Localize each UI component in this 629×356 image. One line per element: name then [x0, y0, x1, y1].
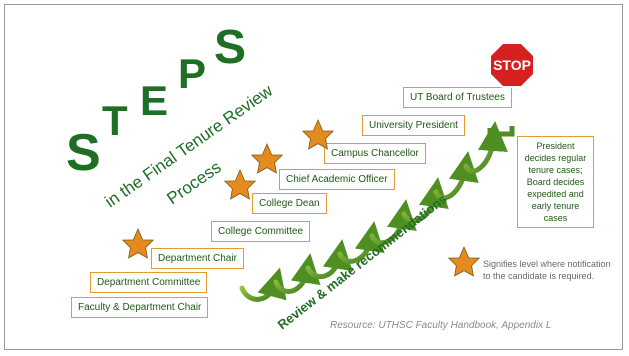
step-faculty-chair: Faculty & Department Chair	[71, 297, 209, 318]
star-icon-chief-academic-officer	[251, 143, 283, 174]
stop-sign-label: STOP	[493, 57, 531, 73]
step-university-president: University President	[362, 115, 465, 136]
arrow-5	[369, 199, 417, 246]
title-letter-t: T	[102, 97, 128, 144]
connector-arrow	[487, 126, 515, 137]
step-chief-academic-officer: Chief Academic Officer	[279, 169, 395, 190]
arrow-6	[401, 177, 449, 224]
step-college-dean: College Dean	[252, 193, 327, 214]
arrow-2	[273, 253, 321, 294]
step-campus-chancellor: Campus Chancellor	[324, 143, 426, 164]
star-icon-campus-chancellor	[302, 119, 334, 150]
arrow-7	[433, 151, 479, 201]
arrow-8	[463, 121, 508, 174]
legend-star-icon	[448, 246, 480, 277]
arrow-1	[239, 267, 287, 302]
arrow-4	[337, 221, 385, 264]
step-department-chair: Department Chair	[151, 248, 244, 269]
step-college-committee: College Committee	[211, 221, 311, 242]
president-note: President decides regular tenure cases; …	[517, 136, 594, 228]
title-letter-p: P	[178, 50, 206, 97]
star-icon-department-chair	[122, 228, 154, 259]
stop-sign-icon: STOP	[489, 42, 535, 88]
title-letter-e: E	[140, 77, 168, 124]
star-icon-college-dean	[224, 169, 256, 200]
title-letter-s1: S	[66, 124, 101, 182]
arrow-3	[305, 239, 353, 280]
step-board-of-trustees: UT Board of Trustees	[403, 87, 512, 108]
step-department-committee: Department Committee	[90, 272, 208, 293]
resource-citation: Resource: UTHSC Faculty Handbook, Append…	[330, 320, 552, 331]
title-letter-s2: S	[214, 21, 246, 74]
legend-text: Signifies level where notification to th…	[483, 259, 611, 281]
